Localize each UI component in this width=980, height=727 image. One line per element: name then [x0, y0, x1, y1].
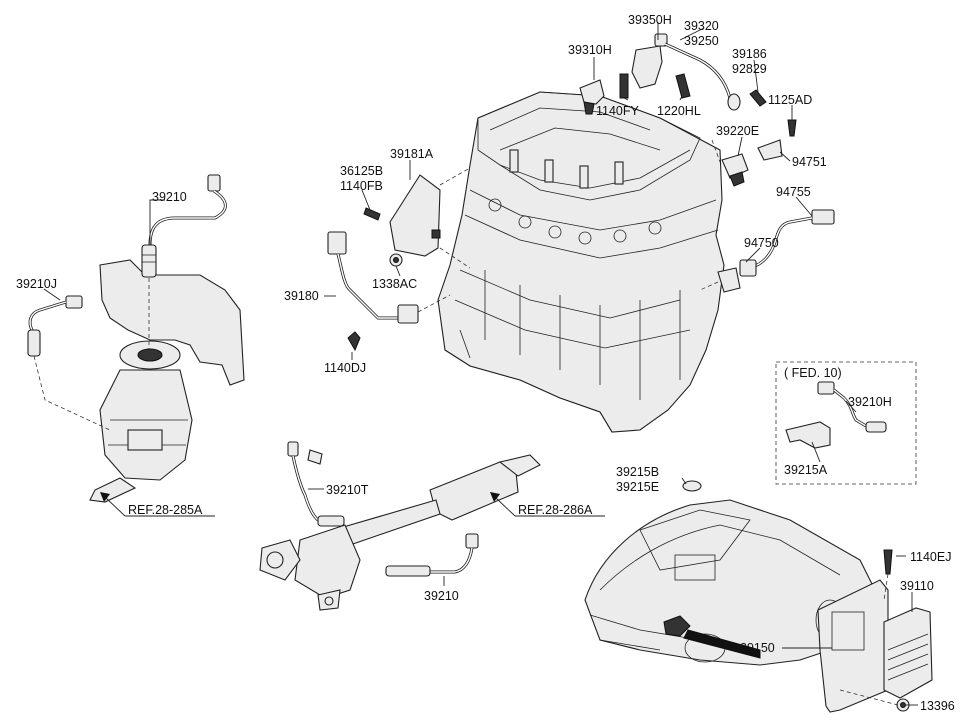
part-labels: 39350H 39320 39250 39310H 39186 92829 11…	[16, 13, 955, 713]
crank-sensor-39180	[327, 231, 451, 352]
label-1338ac: 1338AC	[372, 277, 417, 291]
label-1140fb: 1140FB	[340, 179, 383, 193]
label-39320: 39320	[684, 19, 719, 33]
label-39210-top: 39210	[152, 190, 187, 204]
label-39220e: 39220E	[716, 124, 759, 138]
label-39215b: 39215B	[616, 465, 659, 479]
o2-sensor-39210j	[27, 295, 111, 431]
label-39150: 39150	[740, 641, 775, 655]
oil-pressure-sensor	[699, 209, 835, 293]
label-39250: 39250	[684, 34, 719, 48]
label-39210j: 39210J	[16, 277, 57, 291]
label-1140fy: 1140FY	[596, 104, 640, 118]
engine-block	[437, 91, 725, 433]
label-39350h: 39350H	[628, 13, 672, 27]
label-1125ad: 1125AD	[768, 93, 812, 107]
label-39110: 39110	[900, 579, 934, 593]
label-39215a: 39215A	[784, 463, 828, 477]
label-39310h: 39310H	[568, 43, 612, 57]
ref-28-285a: REF.28-285A	[128, 503, 203, 517]
label-1220hl: 1220HL	[657, 104, 701, 118]
label-39210t: 39210T	[326, 483, 369, 497]
label-39180: 39180	[284, 289, 319, 303]
label-94751: 94751	[792, 155, 827, 169]
label-39186: 39186	[732, 47, 767, 61]
label-39210h: 39210H	[848, 395, 892, 409]
label-94750: 94750	[744, 236, 779, 250]
leader-lines	[43, 22, 918, 706]
label-36125b: 36125B	[340, 164, 383, 178]
ecu-assembly	[817, 549, 933, 713]
o2-sensor-upstream	[141, 174, 227, 352]
label-92829: 92829	[732, 62, 767, 76]
fed10-inset	[775, 361, 917, 485]
label-39215e: 39215E	[616, 480, 659, 494]
label-1140dj: 1140DJ	[324, 361, 366, 375]
label-39210-bottom: 39210	[424, 589, 459, 603]
exhaust-manifold	[89, 259, 245, 503]
label-13396: 13396	[920, 699, 955, 713]
car-illustration	[584, 480, 881, 666]
top-sensors	[579, 33, 797, 187]
label-1140ej: 1140EJ	[910, 550, 951, 564]
lower-exhaust	[259, 441, 541, 611]
label-94755: 94755	[776, 185, 811, 199]
ref-28-286a: REF.28-286A	[518, 503, 593, 517]
label-fed10: ( FED. 10)	[784, 366, 842, 380]
sensor-cover-39181a	[363, 167, 471, 269]
label-39181a: 39181A	[390, 147, 434, 161]
